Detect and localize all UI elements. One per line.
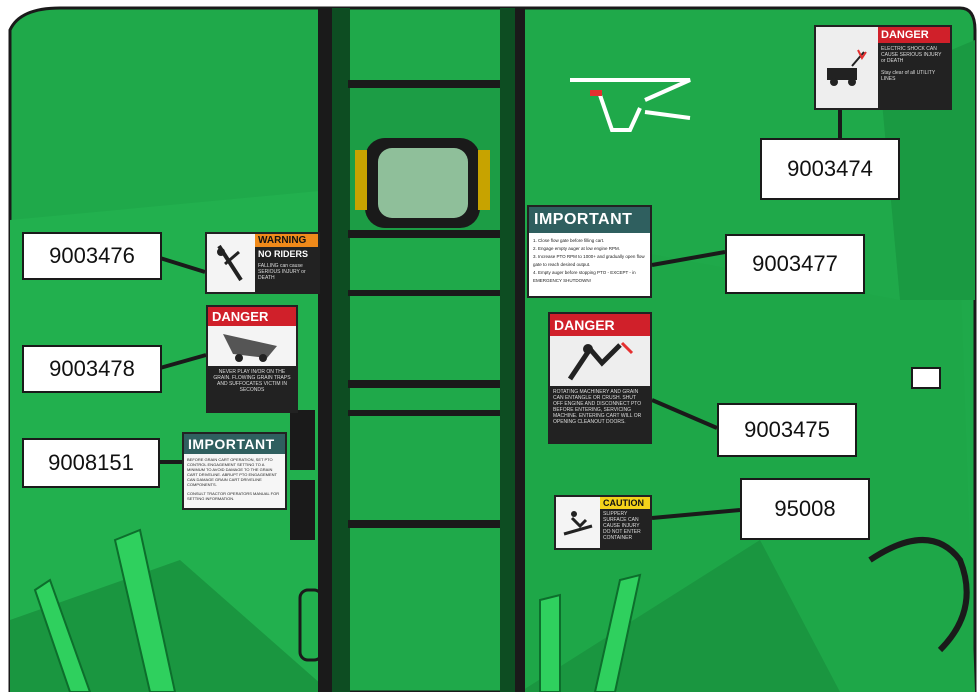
grain-cart-pictogram	[208, 326, 296, 366]
decal-line: 3. Increase PTO RPM to 1000+ and gradual…	[533, 254, 645, 267]
decal-header: IMPORTANT	[529, 207, 650, 233]
callout-9003478: 9003478	[22, 345, 162, 393]
decal-95008: CAUTION SLIPPERY SURFACE CAN CAUSE INJUR…	[554, 495, 652, 550]
decal-body: SLIPPERY SURFACE CAN CAUSE INJURY DO NOT…	[603, 511, 641, 541]
falling-pictogram	[207, 234, 255, 292]
decal-note: CONSULT TRACTOR OPERATORS MANUAL FOR SET…	[187, 491, 280, 501]
decal-body: ROTATING MACHINERY AND GRAIN CAN ENTANGL…	[550, 386, 650, 442]
decal-9003475: DANGER ROTATING MACHINERY AND GRAIN CAN …	[548, 312, 652, 444]
decal-9003474: DANGER ELECTRIC SHOCK CAN CAUSE SERIOUS …	[814, 25, 952, 110]
decal-9003477: IMPORTANT 1. Close flow gate before fill…	[527, 205, 652, 298]
callout-9008151: 9008151	[22, 438, 160, 488]
decal-line: 4. Empty auger before stopping PTO - EXC…	[533, 270, 636, 283]
callout-9003474: 9003474	[760, 138, 900, 200]
callout-9003475: 9003475	[717, 403, 857, 457]
decal-body: ELECTRIC SHOCK CAN CAUSE SERIOUS INJURY …	[881, 46, 942, 64]
decal-header: DANGER	[878, 27, 950, 43]
decal-header: IMPORTANT	[184, 434, 285, 454]
callout-9003477: 9003477	[725, 234, 865, 294]
slip-pictogram	[556, 497, 600, 548]
decal-9003478: DANGER NEVER PLAY IN/OR ON THE GRAIN. FL…	[206, 305, 298, 413]
decal-title: NO RIDERS	[258, 249, 309, 259]
decal-line: 1. Close flow gate before filling cart.	[533, 238, 605, 243]
decal-header: WARNING	[255, 234, 318, 247]
decal-body: BEFORE GRAIN CART OPERATION, SET PTO CON…	[187, 457, 277, 487]
decal-body: FALLING can cause SERIOUS INJURY or DEAT…	[258, 263, 306, 281]
decal-header: CAUTION	[600, 497, 650, 509]
entanglement-pictogram	[550, 336, 650, 386]
decal-9003476: WARNING NO RIDERS FALLING can cause SERI…	[205, 232, 320, 294]
electric-shock-pictogram	[816, 27, 878, 108]
callout-9003476: 9003476	[22, 232, 162, 280]
decal-header: DANGER	[208, 307, 296, 326]
decal-9008151: IMPORTANT BEFORE GRAIN CART OPERATION, S…	[182, 432, 287, 510]
decal-header: DANGER	[550, 314, 650, 336]
decal-body: NEVER PLAY IN/OR ON THE GRAIN. FLOWING G…	[208, 366, 296, 411]
callout-95008: 95008	[740, 478, 870, 540]
decal-note: Stay clear of all UTILITY LINES	[881, 70, 936, 82]
decal-line: 2. Engage empty auger at low engine RPM.	[533, 246, 621, 251]
